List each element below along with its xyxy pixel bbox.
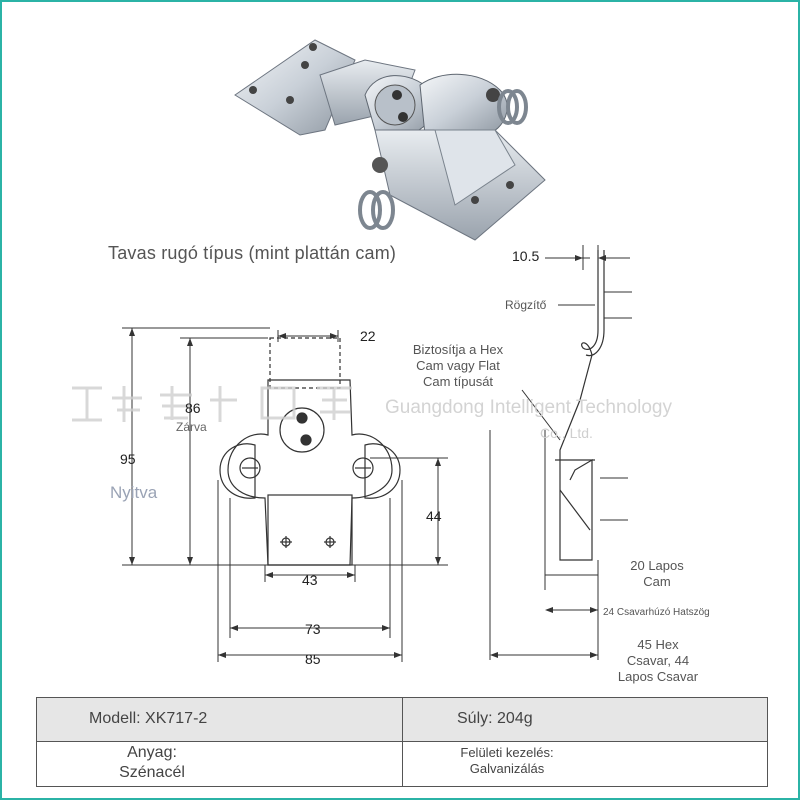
dim-44: 44 (426, 508, 442, 524)
dim-95: 95 (120, 451, 136, 467)
photo-caption: Tavas rugó típus (mint plattán cam) (108, 243, 397, 263)
hex-cam-label: 24 Csavarhúzó Hatszög (603, 607, 710, 618)
dim-73: 73 (305, 621, 321, 637)
fixing-label: Rögzítő (505, 298, 547, 312)
material-value: Szénacél (119, 764, 185, 781)
screw-label-3: Lapos Csavar (617, 669, 699, 684)
watermark-english: Guangdong Intelligent Technology (385, 397, 672, 418)
spec-table-divider (402, 698, 403, 786)
watermark-english-suffix: Co., Ltd. (540, 425, 593, 441)
lock-type-label-1: Biztosítja a Hex (412, 342, 504, 357)
front-view (219, 337, 401, 566)
watermark-chinese (62, 380, 392, 435)
screw-label-2: Csavar, 44 (626, 653, 690, 668)
technical-drawing (122, 245, 632, 662)
dim-43: 43 (302, 572, 318, 588)
surface-value: Galvanizálás (469, 761, 545, 776)
spec-table: Modell: XK717-2 Súly: 204g Anyag: Szénac… (36, 697, 768, 787)
model-cell: Modell: XK717-2 (89, 710, 208, 727)
closed-label: Zárva (176, 420, 207, 434)
dim-86: 86 (185, 400, 201, 416)
product-photo (234, 39, 546, 241)
side-view (555, 250, 605, 561)
lock-type-label-2: Cam vagy Flat (416, 358, 500, 373)
open-label: Nyitva (110, 483, 158, 502)
dim-10-5: 10.5 (512, 248, 540, 264)
flat-cam-label-2: Cam (643, 574, 671, 589)
dim-22: 22 (360, 328, 376, 344)
watermark-glyphs (72, 386, 352, 422)
dim-85: 85 (305, 651, 321, 667)
screw-label-1: 45 Hex (637, 637, 679, 652)
lock-type-label-3: Cam típusát (422, 374, 494, 389)
surface-label: Felületi kezelés: (460, 745, 554, 760)
material-label: Anyag: (127, 744, 177, 761)
flat-cam-label-1: 20 Lapos (630, 558, 684, 573)
weight-cell: Súly: 204g (457, 710, 533, 727)
